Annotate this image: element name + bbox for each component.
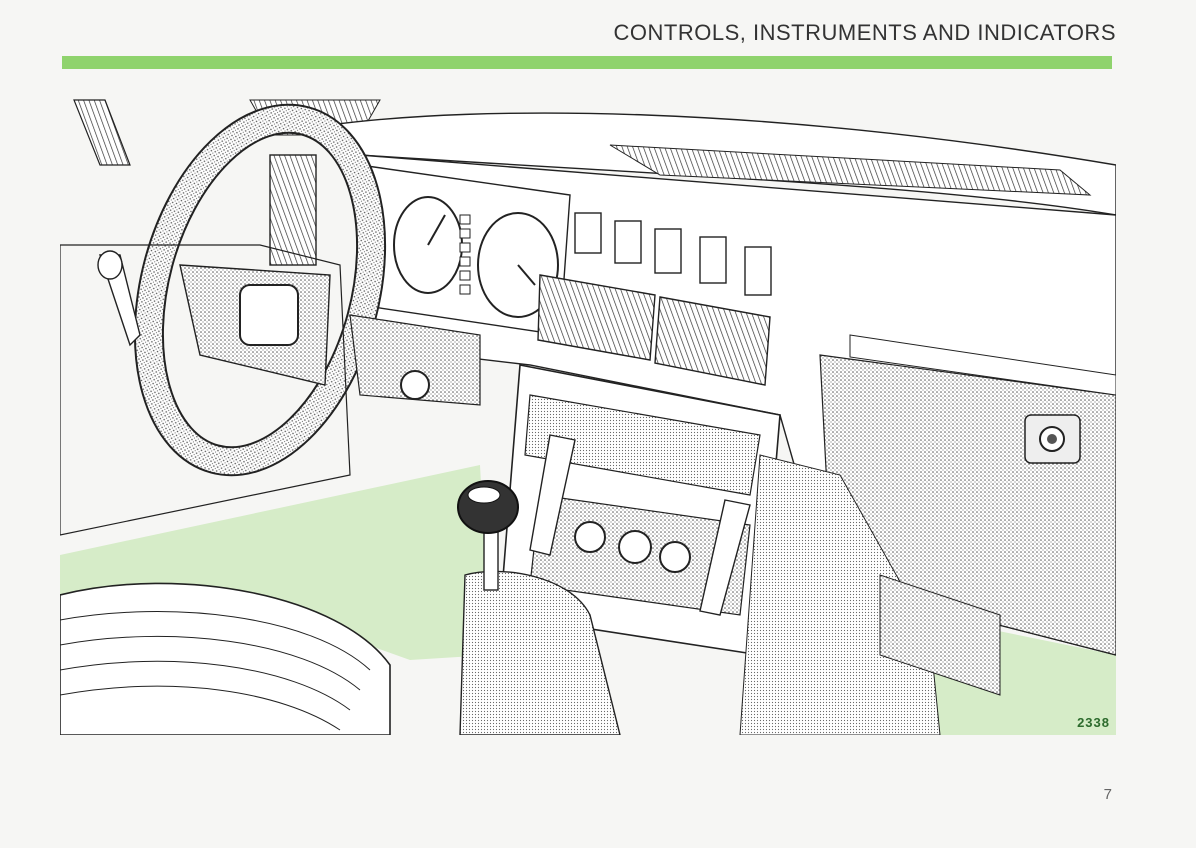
steering-column	[270, 155, 316, 265]
page-title: CONTROLS, INSTRUMENTS AND INDICATORS	[614, 20, 1116, 46]
figure-number: 2338	[1077, 715, 1110, 730]
horn-pad	[240, 285, 298, 345]
ignition-lock	[401, 371, 429, 399]
page-number: 7	[1104, 786, 1112, 803]
header-rule	[62, 56, 1112, 69]
a-pillar	[74, 100, 130, 165]
dashboard-drawing	[60, 95, 1116, 735]
dashboard-illustration	[60, 95, 1116, 735]
